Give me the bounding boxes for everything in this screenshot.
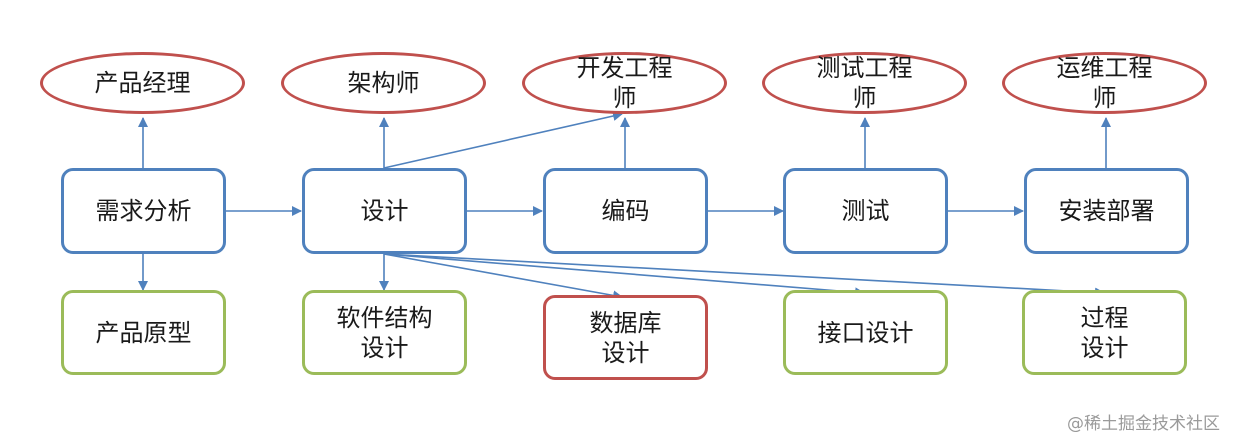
role-ops-engineer: 运维工程 师	[1002, 52, 1207, 114]
watermark: @稀土掘金技术社区	[1067, 414, 1220, 434]
output-procedure-design: 过程 设计	[1022, 290, 1187, 375]
role-tester: 测试工程 师	[762, 52, 967, 114]
output-product-prototype: 产品原型	[61, 290, 226, 375]
role-developer: 开发工程 师	[522, 52, 727, 114]
output-interface-design: 接口设计	[783, 290, 948, 375]
output-software-structure-design: 软件结构 设计	[302, 290, 467, 375]
stage-coding: 编码	[543, 168, 708, 254]
arrow-design-to-database	[383, 253, 623, 301]
arrow-design-to-interface	[383, 253, 865, 298]
role-product-manager: 产品经理	[40, 52, 245, 114]
stage-design: 设计	[302, 168, 467, 254]
stage-requirements-analysis: 需求分析	[61, 168, 226, 254]
stage-testing: 测试	[783, 168, 948, 254]
stage-deployment: 安装部署	[1024, 168, 1189, 254]
role-architect: 架构师	[281, 52, 486, 114]
arrow-design-to-developer	[383, 111, 623, 169]
output-database-design: 数据库 设计	[543, 295, 708, 380]
arrow-design-to-procedure	[383, 253, 1105, 298]
